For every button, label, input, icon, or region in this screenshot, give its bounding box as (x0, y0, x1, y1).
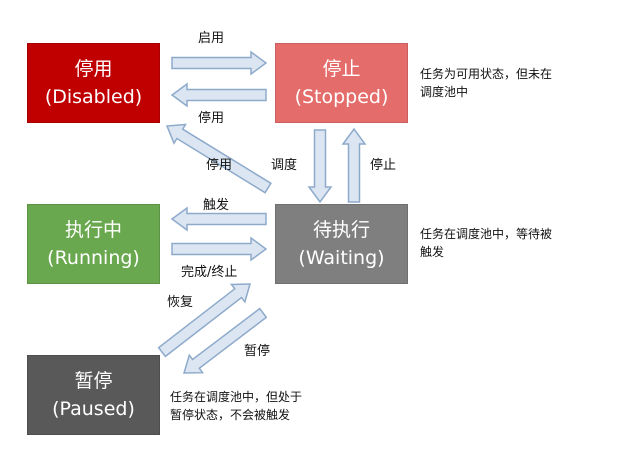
state-waiting-en: (Waiting) (298, 247, 385, 269)
label-disable-diag: 停用 (206, 158, 233, 173)
note-stopped-line-2: 调度池中 (420, 85, 469, 99)
arrow-enable (171, 50, 268, 76)
note-waiting-line-2: 触发 (420, 245, 445, 259)
note-waiting: 任务在调度池中，等待被 触发 (420, 225, 552, 261)
label-pause: 暂停 (244, 344, 271, 359)
state-stopped: 停止 (Stopped) (275, 43, 408, 123)
note-stopped-line-1: 任务为可用状态，但未在 (420, 67, 553, 81)
arrow-complete (171, 236, 268, 262)
arrow-schedule (307, 129, 333, 204)
label-resume: 恢复 (167, 295, 194, 310)
arrow-trigger (170, 206, 267, 232)
label-enable: 启用 (198, 31, 225, 46)
arrow-pause (182, 307, 268, 374)
note-waiting-line-1: 任务在调度池中，等待被 (420, 227, 553, 241)
state-waiting-name: 待执行 (312, 219, 370, 241)
note-stopped: 任务为可用状态，但未在 调度池中 (420, 65, 552, 101)
state-stopped-name: 停止 (322, 58, 361, 80)
state-stopped-en: (Stopped) (294, 86, 389, 108)
state-paused-en: (Paused) (52, 398, 135, 420)
state-paused-name: 暂停 (74, 370, 113, 392)
note-paused-line-2: 暂停状态，不会被触发 (170, 408, 291, 422)
arrow-disable-top (170, 82, 267, 108)
label-disable-top: 停用 (198, 111, 225, 126)
state-running-en: (Running) (47, 247, 140, 269)
arrow-resume (157, 283, 252, 358)
label-stop: 停止 (370, 158, 397, 173)
state-waiting: 待执行 (Waiting) (275, 204, 408, 284)
state-disabled: 停用 (Disabled) (27, 43, 160, 123)
state-running-name: 执行中 (64, 219, 122, 241)
label-complete: 完成/终止 (181, 265, 238, 280)
arrow-disable-diag (165, 123, 272, 194)
state-paused: 暂停 (Paused) (27, 355, 160, 435)
note-paused: 任务在调度池中，但处于 暂停状态，不会被触发 (170, 388, 302, 424)
label-trigger: 触发 (203, 198, 230, 213)
state-disabled-name: 停用 (74, 58, 113, 80)
label-schedule: 调度 (271, 158, 298, 173)
arrow-stop (341, 127, 367, 203)
state-disabled-en: (Disabled) (44, 86, 143, 108)
note-paused-line-1: 任务在调度池中，但处于 (170, 390, 303, 404)
state-running: 执行中 (Running) (27, 204, 160, 284)
